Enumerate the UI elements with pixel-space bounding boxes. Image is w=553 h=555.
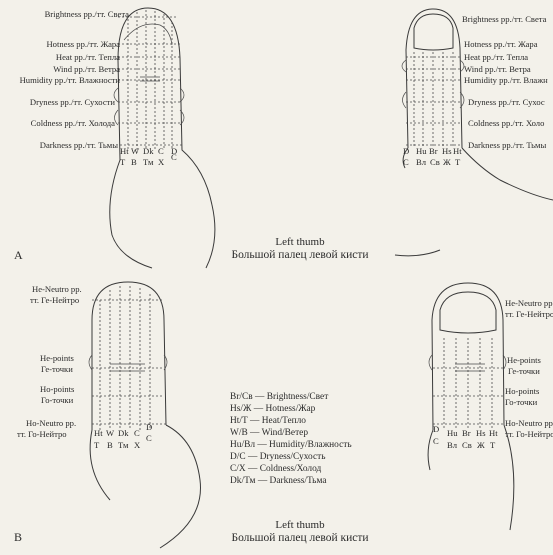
code-dk: Dk <box>143 146 154 156</box>
code-s: С <box>403 157 409 167</box>
panel-a-right-label: Darkness рр./тт. Тьмы <box>468 140 547 150</box>
panel-b-right-label: тт. Го-Нейтро <box>505 429 553 439</box>
panel-a-right-label: Wind рр./тт. Ветра <box>464 64 531 74</box>
code-kh: Х <box>158 157 165 167</box>
panel-b-left-label: He-Neutro рр. <box>32 284 82 294</box>
code-ht: Ht <box>453 146 462 156</box>
panel-b-right-label: Ге-точки <box>508 366 540 376</box>
code-t: Т <box>490 440 496 450</box>
legend-row: Hs/Ж — Hotness/Жар <box>230 404 316 414</box>
panel-b-left-label: Го-точки <box>41 395 74 405</box>
code-tm: Тм <box>143 157 154 167</box>
code-vl: Вл <box>447 440 458 450</box>
panel-b-right-thumb <box>427 282 515 531</box>
legend-row: Hu/Вл — Humidity/Влажность <box>230 440 352 450</box>
legend-row: C/X — Coldness/Холод <box>230 464 322 474</box>
panel-a-right-thumb <box>401 8 553 201</box>
code-c: C <box>134 428 140 438</box>
panel-b-left-label: тт. Ге-Нейтро <box>30 295 80 305</box>
legend-row: Dk/Тм — Darkness/Тьма <box>230 476 327 486</box>
code-dk: Dk <box>118 428 129 438</box>
panel-a-right-label: Humidity рр./тт. Влажн <box>464 75 548 85</box>
panel-a-right-label: Dryness рр./тт. Сухос <box>468 97 545 107</box>
code-hs: Hs <box>476 428 486 438</box>
panel-a-caption-ru: Большой палец левой кисти <box>231 249 369 261</box>
code-br: Br <box>429 146 438 156</box>
panel-b-left-thumb <box>88 281 201 549</box>
panel-b-left-label: Ho-points <box>40 384 75 394</box>
code-ht: Ht <box>94 428 103 438</box>
code-d: D <box>171 146 178 156</box>
code-sv: Св <box>462 440 472 450</box>
panel-a-right-label: Brightness рр./тт. Света <box>462 14 547 24</box>
code-d: D <box>433 424 440 434</box>
code-ht: Ht <box>120 146 129 156</box>
code-hs: Hs <box>442 146 452 156</box>
panel-b-left-label: Ге-точки <box>41 364 73 374</box>
code-s: С <box>433 436 439 446</box>
panel-a-left-label: Heat рр./тт. Тепла <box>55 52 120 62</box>
panel-b-right-label: тт. Ге-Нейтро <box>505 309 553 319</box>
code-kh: Х <box>134 440 141 450</box>
panel-a-left-thumb <box>109 7 216 269</box>
panel-b-left-label: тт. Го-Нейтро <box>17 429 67 439</box>
panel-a-left-label: Wind рр./тт. Ветра <box>53 64 120 74</box>
code-br: Br <box>462 428 471 438</box>
panel-a-right-label: Coldness рр./тт. Холо <box>468 118 545 128</box>
legend-row: W/B — Wind/Ветер <box>230 428 309 438</box>
code-w: W <box>131 146 140 156</box>
legend-row: Ht/Т — Heat/Тепло <box>230 416 306 426</box>
panel-a-left-label: Coldness рр./тт. Холода <box>30 118 115 128</box>
code-s: С <box>171 152 177 162</box>
panel-b-left-label: He-points <box>40 353 74 363</box>
panel-b-left-label: Ho-Neutro рр. <box>26 418 77 428</box>
code-s: С <box>146 433 152 443</box>
code-w: W <box>106 428 115 438</box>
panel-b-letter: B <box>14 530 23 544</box>
panel-a-hand-edge <box>394 249 441 257</box>
code-ht: Ht <box>489 428 498 438</box>
code-zh: Ж <box>477 440 485 450</box>
code-hu: Hu <box>447 428 458 438</box>
panel-a-left-label: Hotness рр./тт. Жара <box>46 39 120 49</box>
legend-row: D/C — Dryness/Сухость <box>230 452 326 462</box>
panel-a-right-label: Heat рр./тт. Тепла <box>464 52 529 62</box>
legend-row: Br/Св — Brightness/Свет <box>230 392 329 402</box>
code-v: В <box>131 157 137 167</box>
code-t: Т <box>120 157 126 167</box>
panel-b-right-label: Ho-points <box>505 386 540 396</box>
panel-a-left-label: Humidity рр./тт. Влажности <box>19 75 120 85</box>
panel-b-right-label: Го-точки <box>505 397 538 407</box>
panel-a-letter: A <box>14 248 23 262</box>
code-t: Т <box>455 157 461 167</box>
panel-b-right-label: Ho-Neutro рр. <box>505 418 553 428</box>
panel-a-left-label: Brightness рр./тт. Света <box>44 9 129 19</box>
panel-a-caption-en: Left thumb <box>275 236 325 248</box>
code-c: C <box>158 146 164 156</box>
panel-a-left-label: Dryness рр./тт. Сухости <box>29 97 115 107</box>
code-v: В <box>107 440 113 450</box>
code-sv: Св <box>430 157 440 167</box>
panel-b-right-label: He-Neutro рр. <box>505 298 553 308</box>
code-t: Т <box>94 440 100 450</box>
code-d: D <box>146 422 153 432</box>
code-d: D <box>403 146 410 156</box>
panel-a-left-label: Darkness рр./тт. Тьмы <box>39 140 118 150</box>
panel-b-right-label: He-points <box>507 355 541 365</box>
code-vl: Вл <box>416 157 427 167</box>
code-hu: Hu <box>416 146 427 156</box>
code-zh: Ж <box>443 157 451 167</box>
panel-a-right-label: Hotness рр./тт. Жара <box>464 39 538 49</box>
panel-b-caption-en: Left thumb <box>275 519 325 531</box>
panel-b-caption-ru: Большой палец левой кисти <box>231 532 369 544</box>
code-tm: Тм <box>118 440 129 450</box>
